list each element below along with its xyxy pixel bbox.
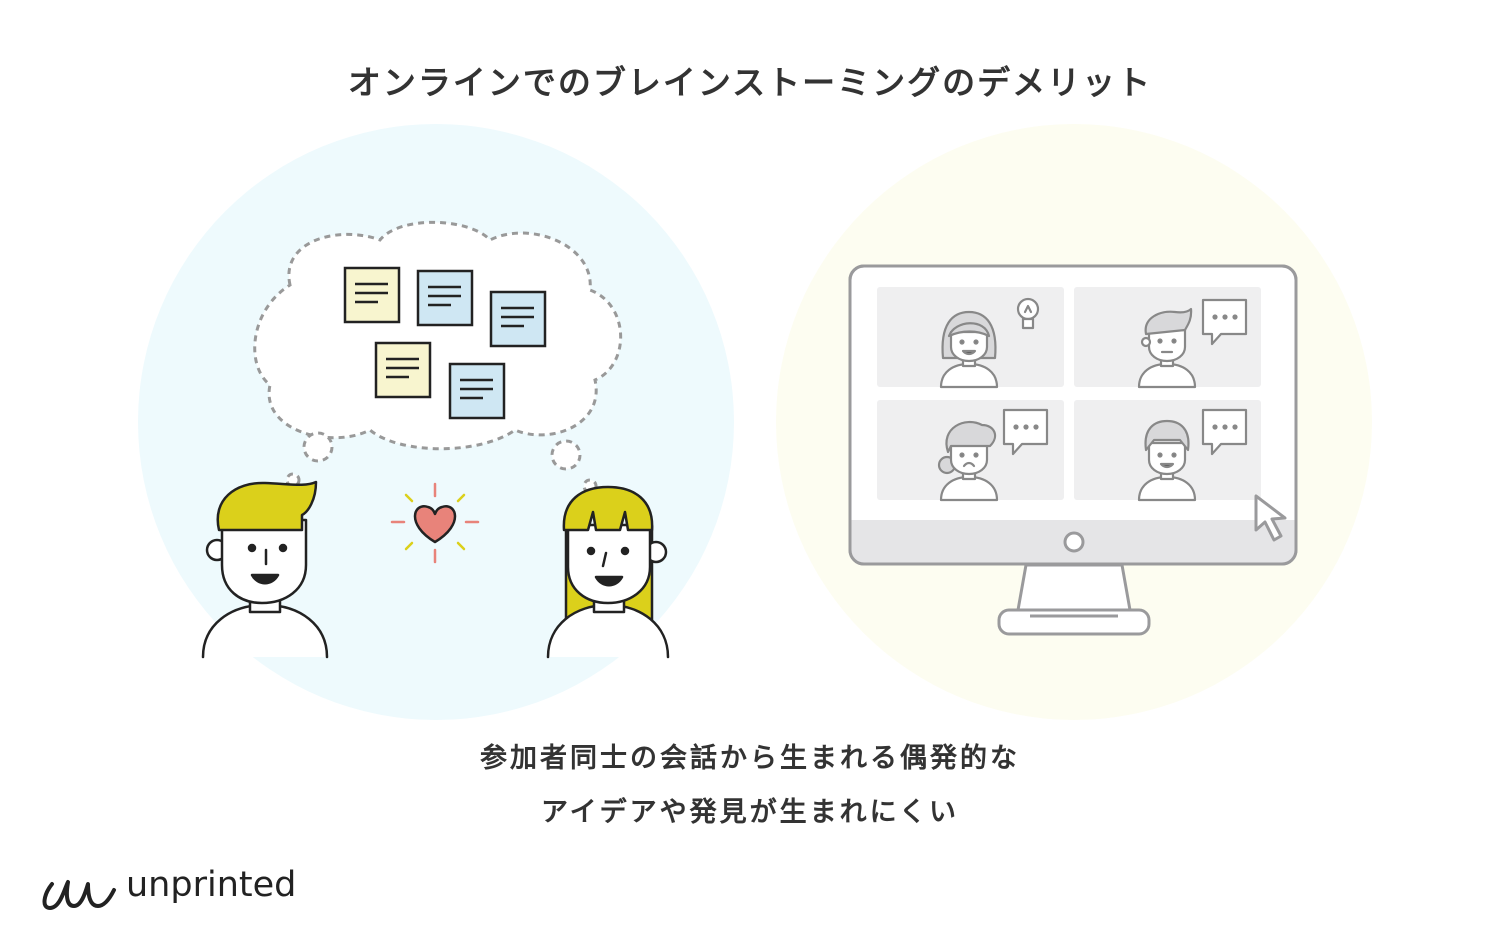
sticky-note-icon — [374, 341, 432, 399]
sticky-notes — [343, 266, 547, 420]
logo-text: unprinted — [126, 865, 297, 905]
speech-bubble-icon — [1201, 408, 1248, 456]
woman-avatar — [546, 485, 670, 659]
sticky-note-icon — [489, 290, 547, 348]
page-title: オンラインでのブレインストーミングのデメリット — [347, 63, 1153, 102]
cursor-arrow-icon — [1254, 494, 1287, 542]
brand-logo[interactable]: unprinted — [38, 860, 296, 914]
man-avatar — [201, 480, 329, 659]
speech-bubble-icon — [1002, 408, 1049, 456]
caption-line-1: 参加者同士の会話から生まれる偶発的な — [480, 743, 1020, 774]
lightbulb-icon — [1016, 297, 1040, 330]
speech-bubble-icon — [1201, 298, 1248, 346]
participant-avatar-3 — [937, 420, 999, 502]
participant-avatar-2 — [1137, 307, 1197, 389]
participant-avatar-1 — [939, 310, 999, 389]
heart-icon — [390, 482, 480, 564]
sticky-note-icon — [343, 266, 401, 324]
caption-line-2: アイデアや発見が生まれにくい — [540, 797, 960, 828]
participant-avatar-4 — [1137, 419, 1197, 502]
unprinted-logo-mark-icon — [42, 880, 116, 910]
sticky-note-icon — [448, 362, 506, 420]
sticky-note-icon — [416, 269, 474, 327]
